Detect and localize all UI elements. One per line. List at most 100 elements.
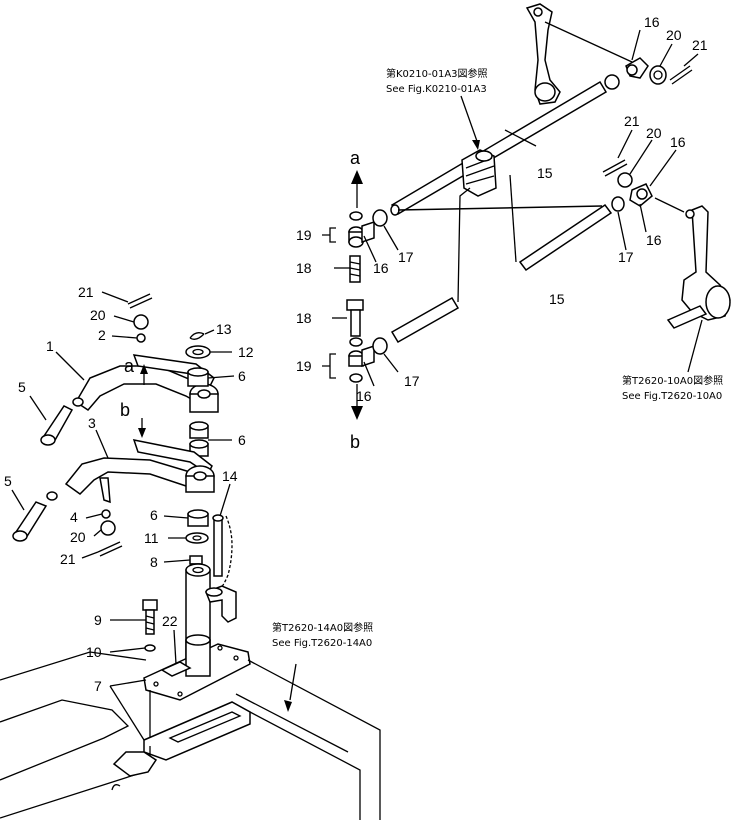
lever-1: [74, 354, 219, 413]
callout-16: 16: [356, 388, 372, 404]
arrow-b: [351, 384, 363, 420]
grip-5-bottom: [12, 491, 58, 542]
callout-19: 19: [296, 358, 312, 374]
upper-bellcrank-lever: [525, 3, 561, 105]
arrow-b-lever-label: b: [120, 400, 130, 420]
leader-line: [544, 21, 633, 63]
rod-15-upper: [390, 80, 608, 216]
callout-13: 13: [216, 321, 232, 337]
arrow-b-lever: [138, 418, 146, 438]
callout-20: 20: [646, 125, 662, 141]
nut-20-left-bottom: [100, 520, 116, 536]
pin-14-chain: [212, 514, 233, 593]
callout-4: 4: [70, 509, 78, 525]
arrow-a-lever: [140, 364, 148, 385]
arrow-a-label: a: [350, 148, 361, 168]
callout-20: 20: [70, 529, 86, 545]
bushing-6-lower: [187, 509, 209, 527]
washer-4: [101, 509, 111, 519]
svg-text:See Fig.T2620-10A0: See Fig.T2620-10A0: [622, 391, 722, 402]
callout-16: 16: [646, 232, 662, 248]
rod-15-right: [397, 205, 603, 211]
bolt-18-upper: [349, 255, 361, 283]
nut-20-left-top: [133, 314, 149, 330]
washer-2: [136, 333, 146, 343]
lever-3: [64, 439, 215, 504]
nut-17-right: [611, 196, 625, 212]
callout-20: 20: [90, 307, 106, 323]
pin-21-right: [602, 159, 626, 173]
callout-18: 18: [296, 310, 312, 326]
callout-21: 21: [624, 113, 640, 129]
cab-floor-outline: [0, 651, 381, 820]
rod-connector-block: [461, 149, 497, 197]
nut-20-right: [617, 172, 633, 188]
washer-12: [185, 345, 211, 359]
callout-21: 21: [692, 37, 708, 53]
arrow-b-label: b: [350, 432, 360, 452]
svg-text:第K0210-01A3図参照: 第K0210-01A3図参照: [386, 67, 488, 80]
callout-17: 17: [398, 249, 414, 265]
arrow-a: [351, 170, 363, 208]
base-plate-7: [143, 634, 251, 701]
callout-6: 6: [238, 368, 246, 384]
grip-5-top: [40, 397, 84, 446]
floor-bracket: [143, 701, 251, 761]
reference-note-right: 第T2620-10A0図参照 See Fig.T2620-10A0: [622, 374, 723, 402]
washer-10: [144, 644, 156, 652]
callout-5: 5: [18, 379, 26, 395]
pin-21-left-top: [127, 293, 153, 309]
leader-ref-right: [687, 319, 703, 373]
callout-1: 1: [46, 338, 54, 354]
callout-17: 17: [404, 373, 420, 389]
ball-joint-end-top: [604, 74, 620, 90]
callout-17: 17: [618, 249, 634, 265]
pin-21-top: [669, 65, 691, 81]
nut-20-top: [649, 65, 667, 85]
callout-22: 22: [162, 613, 178, 629]
callout-15: 15: [537, 165, 553, 181]
leader-rod-15: [509, 174, 517, 263]
ball-joint-group-lower: [348, 337, 388, 383]
callout-8: 8: [150, 554, 158, 570]
callout-labels: 16 20 21 15 15 21 20 16 16 17 a 19 16 17…: [4, 14, 708, 694]
short-rod: [390, 296, 460, 344]
bolt-9: [142, 599, 158, 635]
callout-16: 16: [373, 260, 389, 276]
leader-ref-bottom: [289, 663, 297, 701]
callout-9: 9: [94, 612, 102, 628]
rod-15-lower: [518, 203, 613, 272]
callout-14: 14: [222, 468, 238, 484]
callout-20: 20: [666, 27, 682, 43]
svg-text:第T2620-14A0図参照: 第T2620-14A0図参照: [272, 621, 373, 634]
snap-ring-13: [189, 332, 205, 340]
callout-2: 2: [98, 327, 106, 343]
leader-ref-top: [460, 95, 479, 145]
callout-19: 19: [296, 227, 312, 243]
pin-21-left-bottom: [97, 541, 123, 557]
arrow-a-lever-label: a: [124, 356, 135, 376]
callout-15: 15: [549, 291, 565, 307]
callout-21: 21: [60, 551, 76, 567]
ball-joint-group-upper: [348, 209, 388, 248]
svg-text:See Fig.T2620-14A0: See Fig.T2620-14A0: [272, 638, 372, 649]
lower-bellcrank-lever: [666, 205, 731, 329]
callout-16: 16: [644, 14, 660, 30]
callout-16: 16: [670, 134, 686, 150]
ball-joint-16-top: [625, 57, 649, 79]
svg-text:See Fig.K0210-01A3: See Fig.K0210-01A3: [386, 84, 487, 95]
callout-6: 6: [238, 432, 246, 448]
callout-12: 12: [238, 344, 254, 360]
callout-11: 11: [144, 530, 159, 546]
callout-3: 3: [88, 415, 96, 431]
callout-leaders: [11, 29, 699, 741]
callout-10: 10: [86, 644, 102, 660]
callout-6: 6: [150, 507, 158, 523]
callout-7: 7: [94, 678, 102, 694]
reference-note-top: 第K0210-01A3図参照 See Fig.K0210-01A3: [386, 67, 488, 95]
bolt-18-lower: [346, 299, 364, 337]
svg-text:第T2620-10A0図参照: 第T2620-10A0図参照: [622, 374, 723, 387]
bushing-6-top: [187, 367, 209, 387]
